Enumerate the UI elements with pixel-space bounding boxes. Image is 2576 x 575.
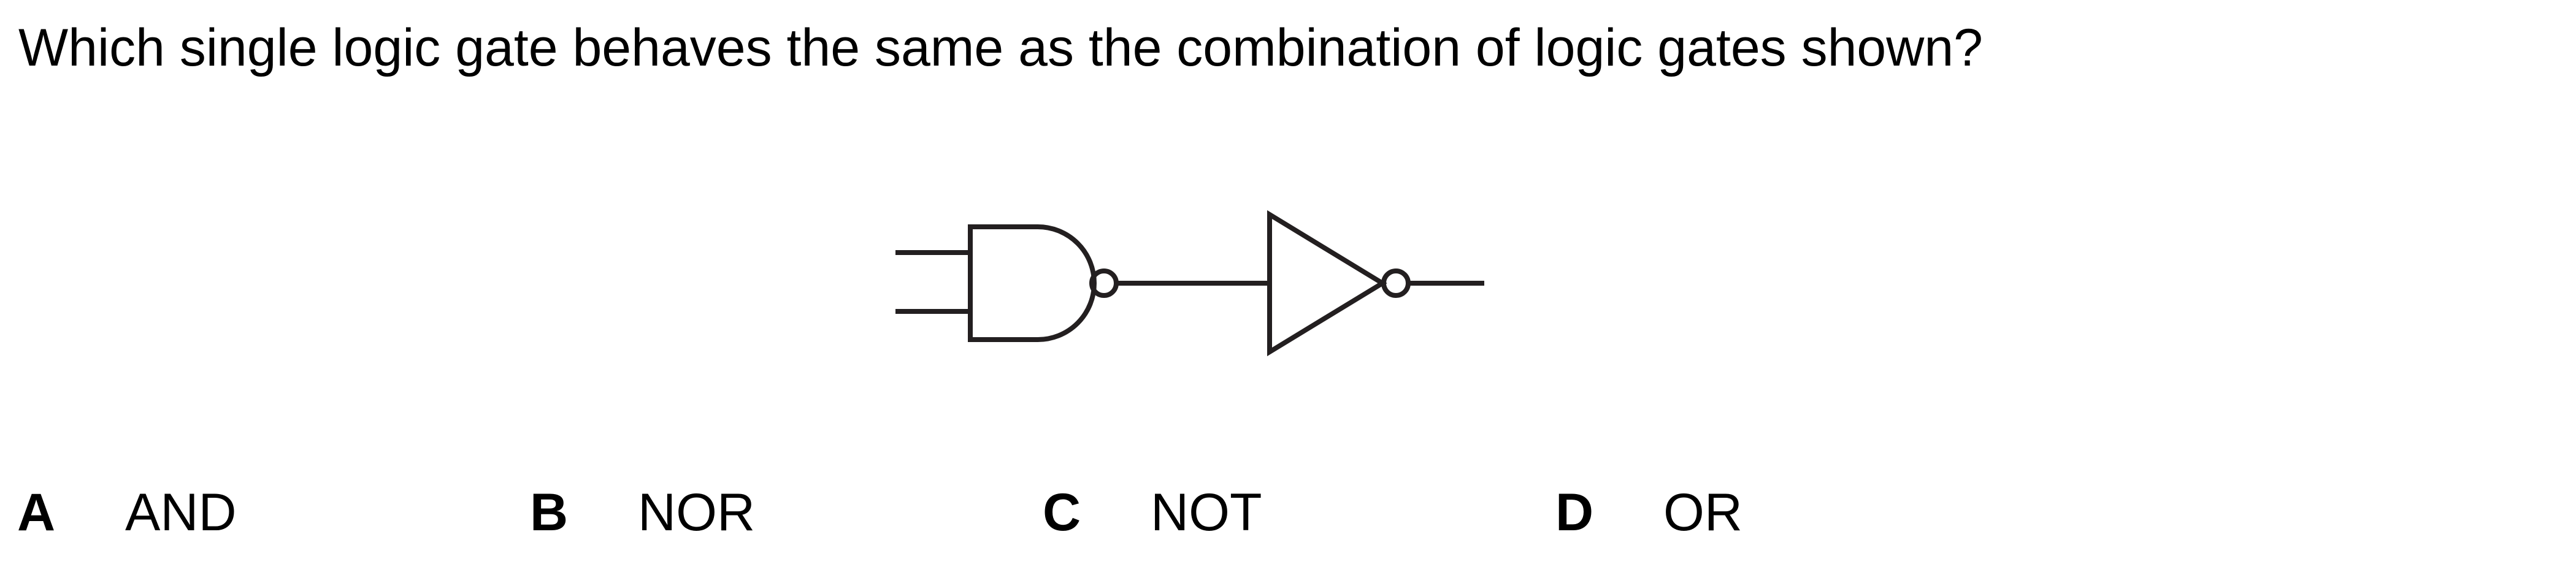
option-text: NOR [638, 483, 756, 542]
question-text: Which single logic gate behaves the same… [18, 18, 1983, 77]
option-text: AND [125, 483, 237, 542]
nand-gate-body [968, 224, 1097, 342]
option-letter: C [1043, 483, 1081, 542]
option-letter: A [17, 483, 56, 542]
not-gate-body [1267, 210, 1387, 357]
not-output-bubble [1381, 268, 1411, 298]
option-text: NOT [1151, 483, 1262, 542]
option-text: OR [1663, 483, 1742, 542]
option-letter: B [530, 483, 569, 542]
option-letter: D [1555, 483, 1594, 542]
